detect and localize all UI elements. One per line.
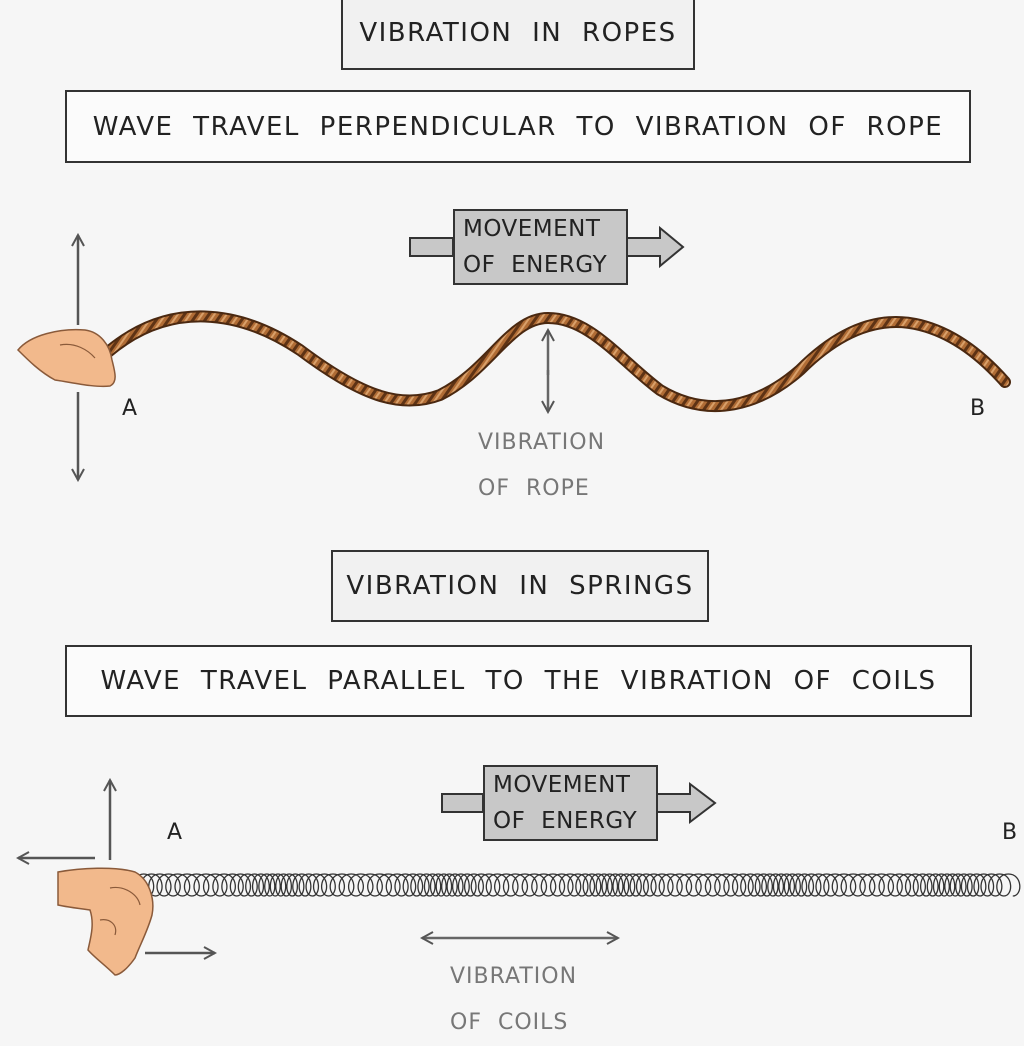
spring-hand-arrows-icon (18, 780, 215, 953)
spring-coil-path (133, 873, 1021, 897)
diagram-canvas (0, 225, 1021, 976)
rope (102, 310, 1011, 413)
spring-hand-icon (57, 867, 154, 976)
spring-section-title: VIBRATION IN SPRINGS (331, 550, 709, 622)
rope-energy-line2: OF ENERGY (463, 252, 608, 278)
rope-section-title: VIBRATION IN ROPES (341, 0, 695, 70)
spring-section-description: WAVE TRAVEL PARALLEL TO THE VIBRATION OF… (65, 645, 972, 717)
coil-vibration-line1: VIBRATION (450, 964, 578, 989)
coil-vibration-line2: OF COILS (450, 1010, 569, 1035)
rope-vibration-line2: OF ROPE (478, 476, 590, 501)
rope-vibration-line1: VIBRATION (478, 430, 606, 455)
rope-energy-line1: MOVEMENT (463, 216, 601, 242)
spring-energy-arrow (441, 781, 717, 825)
rope-vibration-label: VIBRATION OF ROPE (478, 420, 605, 512)
rope-point-b: B (970, 396, 986, 421)
spring-energy-line1: MOVEMENT (493, 772, 631, 798)
spring-point-a: A (167, 820, 183, 845)
rope-point-a: A (122, 396, 138, 421)
spring-energy-line2: OF ENERGY (493, 808, 638, 834)
spring-point-b: B (1002, 820, 1018, 845)
spring-energy-label: MOVEMENT OF ENERGY (483, 765, 658, 841)
rope-section-description: WAVE TRAVEL PERPENDICULAR TO VIBRATION O… (65, 90, 971, 163)
spring-coils (133, 873, 1021, 897)
coil-vibration-label: VIBRATION OF COILS (450, 954, 577, 1046)
rope-hand-icon (16, 328, 116, 388)
rope-energy-label: MOVEMENT OF ENERGY (453, 209, 628, 285)
